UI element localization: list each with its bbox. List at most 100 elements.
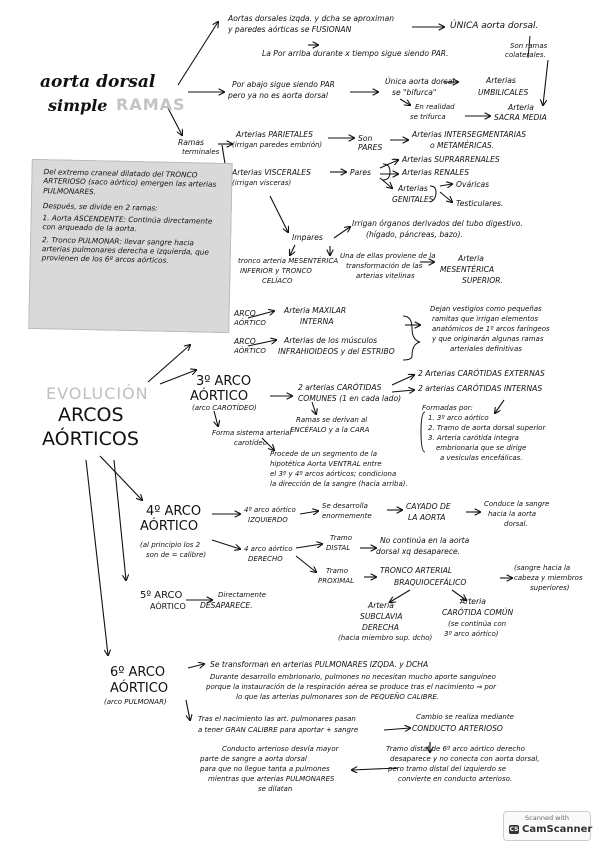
text-se-bifurca: se "bifurca" bbox=[392, 88, 437, 97]
text-dejan-3: anatómicos de 1º arcos faríngeos bbox=[432, 325, 550, 333]
text-paredes-fusionan: y paredes aórticas se FUSIONAN bbox=[228, 25, 352, 34]
text-proximal-1: Tramo bbox=[326, 567, 349, 575]
text-cambio-2: CONDUCTO ARTERIOSO bbox=[412, 724, 503, 733]
text-ovaricas: Ováricas bbox=[456, 180, 490, 189]
text-son-ramas: Son ramas bbox=[510, 42, 548, 50]
heading-arcos: ARCOS bbox=[58, 404, 124, 426]
text-ramas-encefalo-1: Ramas se derivan al bbox=[296, 416, 368, 424]
text-transformacion: transformación de las bbox=[346, 262, 423, 270]
text-mes-sup-2: MESENTÉRICA bbox=[440, 265, 495, 274]
text-cayado-1: CAYADO DE bbox=[406, 502, 451, 511]
text-metamericas: o METAMÉRICAS. bbox=[430, 141, 495, 150]
heading-6-aortico: AÓRTICO bbox=[110, 681, 169, 696]
text-genitales: GENITALES bbox=[392, 195, 434, 204]
text-dejan-1: Dejan vestigios como pequeñas bbox=[430, 305, 542, 313]
camscanner-badge: Scanned with CS CamScanner bbox=[503, 811, 592, 841]
text-forma-sistema: Forma sistema arterial bbox=[212, 429, 292, 437]
note-line-3: 1. Aorta ASCENDENTE: Continúa directamen… bbox=[42, 213, 213, 234]
heading-evolucion: EVOLUCIÓN bbox=[46, 384, 149, 403]
text-sangre-2: cabeza y miembros bbox=[514, 574, 583, 582]
text-en-realidad: En realidad bbox=[415, 103, 455, 111]
text-arco-2: ARCO bbox=[234, 337, 256, 346]
heading-5-aortico: AÓRTICO bbox=[150, 602, 186, 611]
text-tronco-inferior: INFERIOR y TRONCO bbox=[240, 267, 312, 275]
text-subclavia-2: SUBCLAVIA bbox=[360, 612, 403, 621]
text-dejan-4: y que originarán algunas ramas bbox=[432, 335, 544, 343]
text-procede-1: Procede de un segmento de la bbox=[270, 450, 378, 458]
text-procede-4: la dirección de la sangre (hacia arriba)… bbox=[270, 480, 408, 488]
text-formadas-2: 2. Tramo de aorta dorsal superior bbox=[428, 424, 546, 432]
text-conduce-1: Conduce la sangre bbox=[484, 500, 550, 508]
text-impares: Impares bbox=[292, 233, 323, 242]
text-6-sub: (arco PULMONAR) bbox=[104, 698, 167, 706]
text-4-izq-2: IZQUIERDO bbox=[248, 516, 288, 524]
text-son-pares: Son PARES bbox=[358, 134, 383, 152]
text-tras-2: a tener GRAN CALIBRE para aportar + sang… bbox=[198, 726, 359, 734]
text-se-trifurca: se trifurca bbox=[410, 113, 446, 121]
heading-3-aortico: AÓRTICO bbox=[190, 389, 249, 404]
text-testiculares: Testiculares. bbox=[456, 199, 504, 208]
cs-logo-icon: CS bbox=[509, 825, 519, 834]
text-conducto-1: Conducto arterioso desvía mayor bbox=[222, 745, 339, 753]
text-pares: Pares bbox=[350, 168, 371, 177]
text-umbilicales: UMBILICALES bbox=[478, 88, 529, 97]
text-formadas-3: 3. Arteria carótida integra bbox=[428, 434, 519, 442]
text-viscerales: Arterias VISCERALES bbox=[232, 168, 311, 177]
text-arterias-gen: Arterias bbox=[398, 184, 428, 193]
text-conduce-2: hacia la aorta bbox=[488, 510, 536, 518]
text-sangre-3: superiores) bbox=[530, 584, 570, 592]
text-subclavia-1: Arteria bbox=[368, 601, 394, 610]
text-maxilar: Arteria MAXILAR bbox=[284, 306, 347, 315]
text-no-continua-1: No continúa en la aorta bbox=[380, 536, 470, 545]
text-parietales: Arterias PARIETALES bbox=[236, 130, 313, 139]
text-braquiocefalico: BRAQUIOCEFÁLICO bbox=[394, 578, 467, 587]
text-unica-dorsal: Única aorta dorsal bbox=[385, 77, 455, 86]
text-ramas-encefalo-2: ENCÉFALO y a la CARA bbox=[290, 426, 370, 434]
text-conducto-5: se dilatan bbox=[258, 785, 293, 793]
text-no-continua-2: dorsal xq desaparece. bbox=[376, 547, 461, 556]
text-carotida-comun-3: (se continúa con bbox=[448, 620, 507, 628]
text-carotidas-comunes-2: COMUNES (1 en cada lado) bbox=[298, 394, 402, 403]
text-dejan-2: ramitas que irrigan elementos bbox=[432, 315, 539, 323]
text-por-arriba: La Por arriba durante x tiempo sigue sie… bbox=[262, 49, 449, 58]
text-desaparece: DESAPARECE. bbox=[200, 601, 253, 610]
text-4-der-1: 4 arco aórtico bbox=[244, 545, 293, 553]
text-suprarrenales: Arterias SUPRARRENALES bbox=[402, 155, 500, 164]
text-carotideo: carotídeo bbox=[234, 439, 268, 447]
heading-ramas: RAMAS bbox=[116, 95, 186, 114]
heading-3-arco: 3º ARCO bbox=[196, 374, 252, 389]
text-interna: INTERNA bbox=[300, 317, 334, 326]
text-irrigan: Irrigan órganos derivados del tubo diges… bbox=[352, 219, 523, 228]
text-cayado-2: LA AORTA bbox=[408, 513, 446, 522]
text-6-line-2: Durante desarrollo embrionario, pulmones… bbox=[210, 673, 496, 681]
text-proximal-2: PROXIMAL bbox=[318, 577, 354, 585]
text-procede-3: el 3º y 4º arcos aórticos; condiciona bbox=[270, 470, 397, 478]
text-6-distal-4: convierte en conducto arterioso. bbox=[398, 775, 513, 783]
text-cambio-1: Cambio se realiza mediante bbox=[416, 713, 514, 721]
heading-aorta-dorsal: aorta dorsal bbox=[40, 72, 156, 92]
heading-5-arco: 5º ARCO bbox=[140, 590, 183, 601]
text-procede-2: hipotética Aorta VENTRAL entre bbox=[270, 460, 382, 468]
text-musculos: Arterias de los músculos bbox=[284, 336, 378, 345]
note-line-1: Del extremo craneal dilatado del TRONCO … bbox=[43, 167, 217, 196]
text-irrigan-sub: (hígado, páncreas, bazo). bbox=[366, 230, 463, 239]
text-6-line-4: lo que las arterias pulmonares son de PE… bbox=[236, 693, 440, 701]
heading-6-arco: 6º ARCO bbox=[110, 665, 166, 680]
text-mes-sup-3: SUPERIOR. bbox=[462, 276, 503, 285]
text-4-sub-1: (al principio los 2 bbox=[140, 541, 201, 549]
heading-4-aortico: AÓRTICO bbox=[140, 519, 199, 534]
heading-4-arco: 4º ARCO bbox=[146, 504, 202, 519]
text-unica-aorta: ÚNICA aorta dorsal. bbox=[450, 21, 539, 31]
text-carotida-comun-4: 3º arco aórtico) bbox=[444, 630, 499, 638]
text-directamente: Directamente bbox=[218, 591, 267, 599]
text-conducto-3: para que no llegue tanta a pulmones bbox=[200, 765, 330, 773]
text-pero-ya-no: pero ya no es aorta dorsal bbox=[228, 91, 328, 100]
heading-simple: simple bbox=[48, 96, 108, 115]
text-arteria-sacra: Arteria bbox=[508, 103, 534, 112]
text-terminales: terminales bbox=[182, 148, 220, 156]
text-tronco-mes: tronco arteria MESENTÉRICA bbox=[238, 257, 339, 265]
text-formadas-5: a vesículas encefálicas. bbox=[440, 454, 523, 462]
text-una-de: Una de ellas proviene de la bbox=[340, 252, 436, 260]
text-desarrolla-1: Se desarrolla bbox=[322, 502, 368, 510]
text-4-izq-1: 4º arco aórtico bbox=[244, 506, 296, 514]
